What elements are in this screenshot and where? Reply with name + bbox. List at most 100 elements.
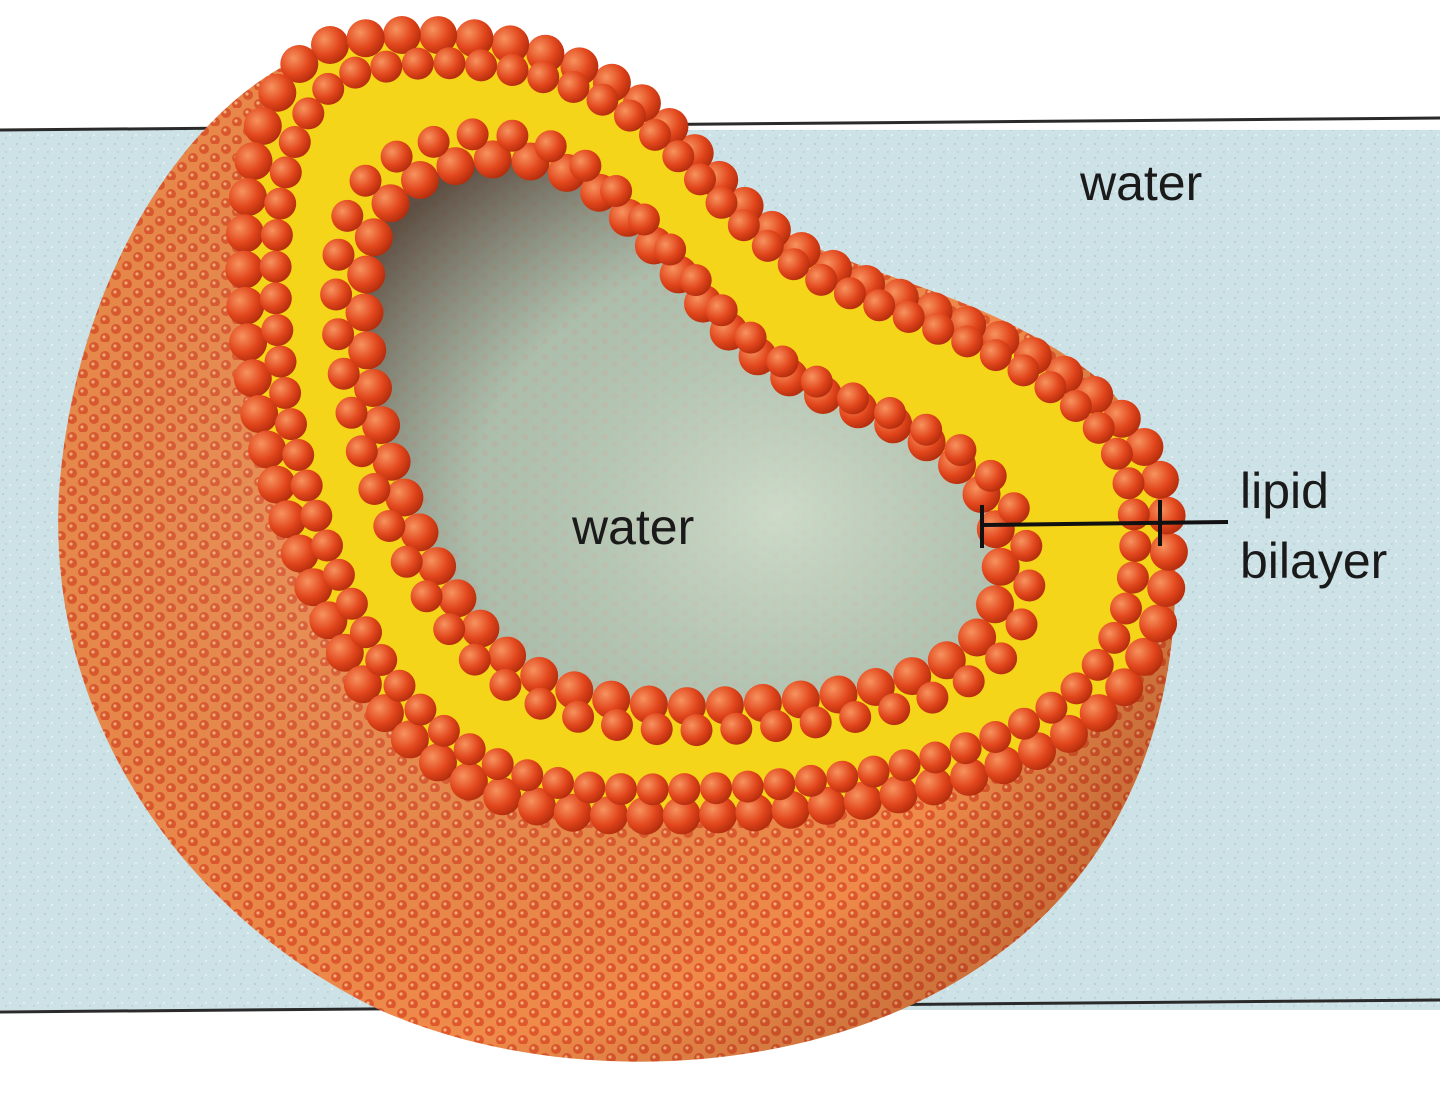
lipid-head-group bbox=[627, 203, 660, 236]
lipid-head-group bbox=[843, 781, 882, 820]
lipid-head-group bbox=[401, 161, 439, 199]
lipid-head-group bbox=[944, 434, 977, 467]
bilayer-label-line2: bilayer bbox=[1240, 533, 1387, 589]
lipid-head-group bbox=[888, 749, 921, 782]
lipid-head-group bbox=[240, 395, 279, 433]
lipid-head-group bbox=[350, 616, 382, 649]
lipid-head-group bbox=[327, 357, 360, 390]
lipid-head-group bbox=[601, 709, 633, 741]
lipid-head-group bbox=[997, 492, 1030, 525]
lipid-head-group bbox=[433, 613, 466, 646]
lipid-head-group bbox=[1060, 672, 1093, 705]
lipid-head-group bbox=[1116, 561, 1149, 594]
lipid-head-group bbox=[280, 534, 319, 573]
lipid-head-group bbox=[760, 710, 793, 743]
lipid-head-group bbox=[226, 214, 264, 253]
lipid-head-group bbox=[1018, 732, 1056, 771]
lipid-head-group bbox=[483, 777, 522, 816]
lipid-head-group bbox=[573, 771, 606, 804]
lipid-head-group bbox=[542, 767, 574, 799]
lipid-head-group bbox=[345, 293, 384, 332]
lipid-head-group bbox=[626, 796, 665, 835]
lipid-head-group bbox=[569, 149, 602, 182]
lipid-head-group bbox=[590, 796, 628, 835]
lipid-head-group bbox=[534, 130, 567, 163]
lipid-head-group bbox=[260, 219, 293, 252]
lipid-head-group bbox=[799, 706, 832, 739]
lipid-head-group bbox=[684, 163, 716, 196]
lipid-head-group bbox=[280, 45, 319, 83]
lipid-head-group bbox=[1013, 569, 1046, 602]
lipid-head-group bbox=[1008, 707, 1040, 740]
lipid-head-group bbox=[322, 238, 355, 271]
lipid-head-group bbox=[1119, 530, 1152, 562]
inner-water-label: water bbox=[571, 499, 694, 555]
lipid-head-group bbox=[751, 229, 784, 262]
lipid-head-group bbox=[300, 499, 333, 532]
lipid-head-group bbox=[438, 579, 477, 618]
lipid-head-group bbox=[417, 125, 450, 158]
lipid-head-group bbox=[264, 187, 297, 220]
lipid-head-group bbox=[837, 382, 869, 415]
lipid-head-group bbox=[668, 773, 701, 806]
lipid-head-group bbox=[705, 294, 738, 327]
lipid-head-group bbox=[1079, 694, 1118, 733]
lipid-head-group bbox=[562, 700, 595, 733]
lipid-head-group bbox=[805, 263, 838, 296]
lipid-head-group bbox=[311, 26, 349, 64]
lipid-head-group bbox=[259, 250, 292, 283]
lipid-head-group bbox=[680, 714, 713, 747]
lipid-head-group bbox=[312, 72, 345, 105]
lipid-head-group bbox=[527, 61, 560, 94]
inner-leaflet-outer-row bbox=[320, 118, 1046, 747]
lipid-head-group bbox=[777, 248, 810, 281]
lipid-head-group bbox=[278, 126, 311, 158]
lipid-head-group bbox=[1105, 668, 1144, 707]
lipid-head-group bbox=[662, 796, 701, 835]
lipid-head-group bbox=[1035, 691, 1068, 724]
lipid-head-group bbox=[613, 99, 646, 132]
lipid-head-group bbox=[600, 175, 633, 207]
lipid-head-group bbox=[857, 755, 890, 788]
lipid-head-group bbox=[343, 665, 382, 704]
lipid-head-group bbox=[662, 140, 695, 173]
lipid-head-group bbox=[496, 119, 529, 152]
lipid-head-group bbox=[348, 331, 387, 370]
lipid-head-group bbox=[915, 767, 953, 806]
lipid-head-group bbox=[1034, 371, 1067, 404]
lipid-head-group bbox=[1147, 569, 1186, 607]
lipid-head-group bbox=[763, 768, 796, 801]
lipid-head-group bbox=[390, 720, 429, 759]
lipid-head-group bbox=[354, 218, 393, 257]
lipid-head-group bbox=[292, 97, 325, 130]
lipid-head-group bbox=[700, 772, 733, 805]
lipid-head-group bbox=[453, 733, 486, 766]
lipid-head-group bbox=[427, 714, 460, 747]
lipid-head-group bbox=[807, 786, 846, 825]
lipid-head-group bbox=[419, 16, 458, 55]
lipid-head-group bbox=[311, 529, 343, 562]
lipid-head-group bbox=[771, 790, 810, 829]
lipid-head-group bbox=[261, 314, 294, 347]
lipid-head-group bbox=[1125, 428, 1164, 466]
lipid-head-group bbox=[734, 321, 767, 354]
lipid-head-group bbox=[226, 286, 265, 325]
lipid-head-group bbox=[294, 568, 333, 607]
lipid-head-group bbox=[636, 773, 669, 806]
lipid-head-group bbox=[436, 147, 475, 186]
lipid-head-group bbox=[919, 741, 952, 774]
lipid-head-group bbox=[952, 665, 985, 698]
lipid-head-group bbox=[592, 680, 631, 719]
lipid-head-group bbox=[910, 413, 943, 446]
lipid-head-group bbox=[1117, 498, 1150, 531]
lipid-head-group bbox=[1007, 354, 1040, 387]
bilayer-thickness-marker bbox=[980, 500, 1229, 548]
lipid-head-group bbox=[322, 318, 355, 351]
lipid-head-group bbox=[1125, 637, 1164, 676]
lipid-head-group bbox=[731, 770, 764, 803]
lipid-head-group bbox=[557, 71, 590, 103]
lipid-head-group bbox=[346, 19, 385, 58]
lipid-head-group bbox=[456, 118, 489, 151]
lipid-head-group bbox=[1081, 648, 1114, 681]
lipid-head-group bbox=[275, 408, 307, 441]
